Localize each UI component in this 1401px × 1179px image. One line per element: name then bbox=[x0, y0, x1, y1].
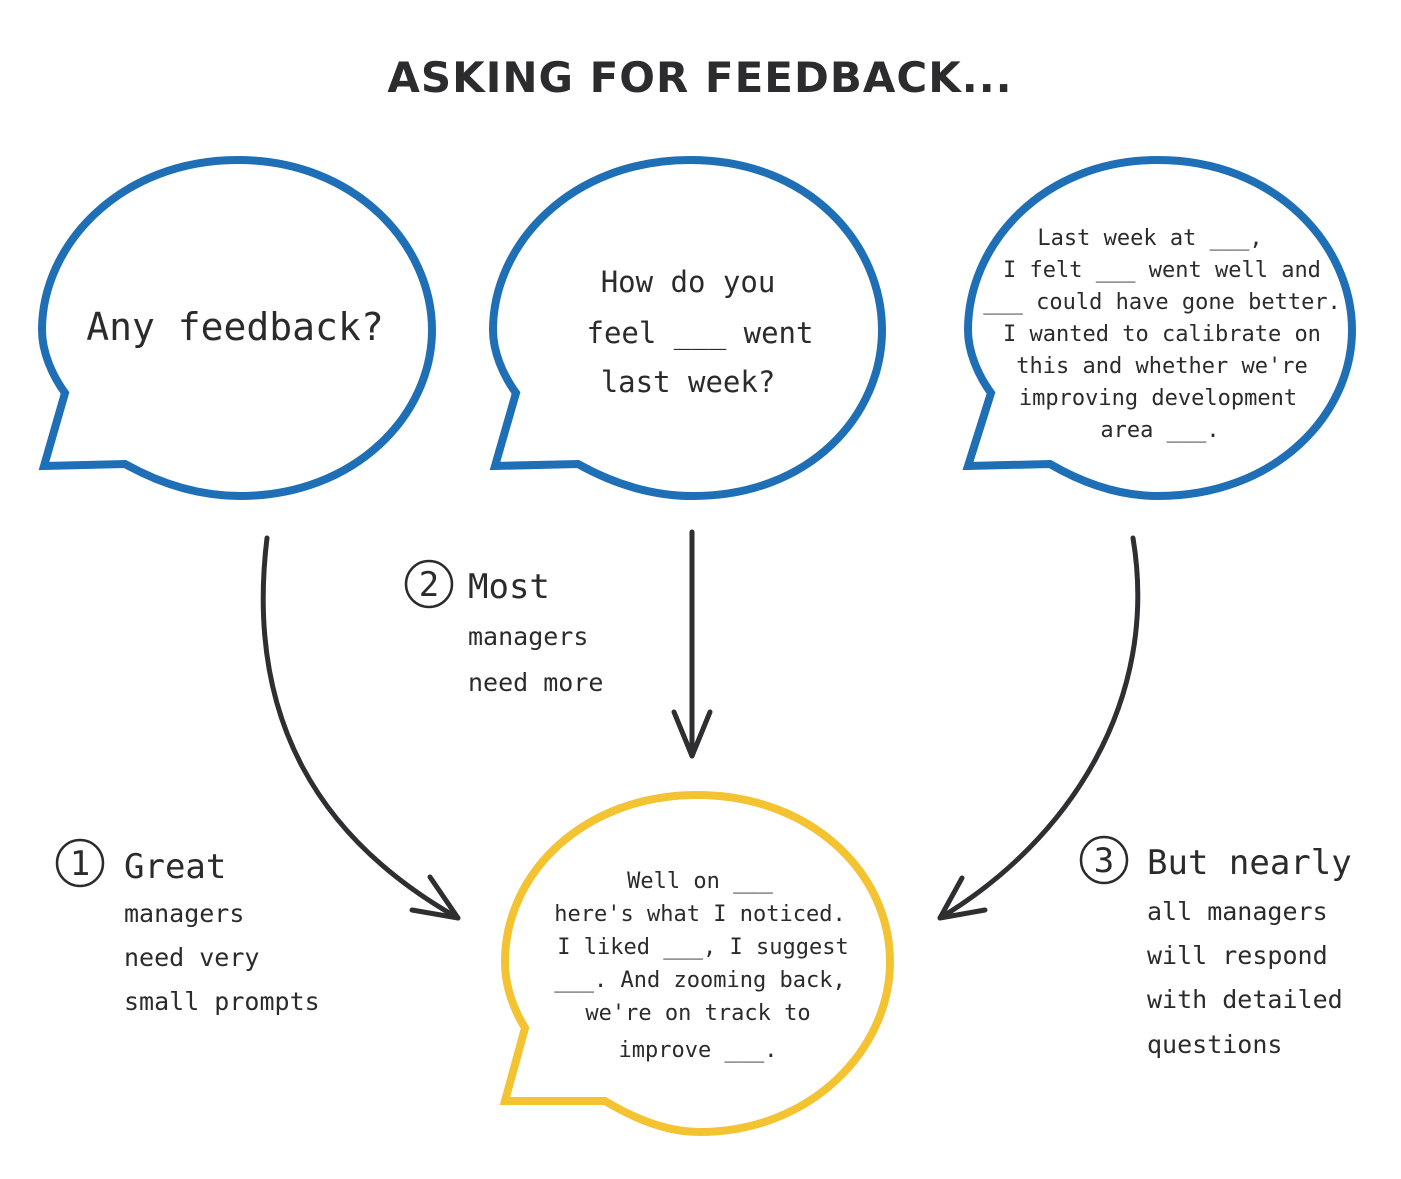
note-3-line: questions bbox=[1147, 1030, 1282, 1059]
response-line: Well on ___ bbox=[627, 869, 773, 894]
note-3-line: all managers bbox=[1147, 897, 1328, 926]
note-1: 1 Great managers need very small prompts bbox=[55, 838, 320, 1016]
bubble-1-line: Any feedback? bbox=[86, 305, 383, 349]
note-2: 2 Most managers need more bbox=[404, 559, 603, 697]
note-3-line: But nearly bbox=[1147, 843, 1352, 883]
note-3-number-circle bbox=[1079, 835, 1129, 885]
note-3: 3 But nearly all managers will respond w… bbox=[1079, 835, 1352, 1059]
response-line: here's what I noticed. bbox=[554, 902, 845, 927]
arrow-left bbox=[260, 535, 461, 921]
response-line: improve ___. bbox=[619, 1038, 778, 1063]
bubble-3-line: Last week at ___, bbox=[1037, 226, 1262, 251]
response-bubble-outline bbox=[499, 790, 895, 1137]
note-2-line: managers bbox=[468, 622, 588, 651]
speech-bubble-2-outline bbox=[488, 155, 887, 501]
note-2-line: need more bbox=[468, 668, 603, 697]
bubble-2-line: feel ___ went bbox=[587, 316, 814, 351]
bubble-2-line: How do you bbox=[601, 265, 776, 299]
bubble-3-line: area ___. bbox=[1100, 418, 1219, 443]
note-2-number: 2 bbox=[419, 565, 439, 605]
response-line: I liked ___, I suggest bbox=[557, 935, 848, 960]
note-1-line: small prompts bbox=[124, 987, 320, 1016]
note-1-number: 1 bbox=[70, 844, 90, 884]
bubble-3-line: this and whether we're bbox=[1016, 354, 1307, 379]
speech-bubble-2: How do you feel ___ went last week? bbox=[488, 155, 887, 501]
bubble-3-line: I felt ___ went well and bbox=[1003, 258, 1321, 283]
bubble-3-line: improving development bbox=[1019, 386, 1297, 411]
speech-bubble-3: Last week at ___, I felt ___ went well a… bbox=[962, 155, 1357, 501]
response-bubble: Well on ___ here's what I noticed. I lik… bbox=[499, 790, 895, 1137]
note-2-line: Most bbox=[468, 567, 550, 607]
response-line: ___. And zooming back, bbox=[554, 968, 845, 993]
speech-bubble-1: Any feedback? bbox=[37, 155, 437, 501]
note-1-line: managers bbox=[124, 899, 244, 928]
bubble-2-line: last week? bbox=[601, 365, 776, 399]
note-1-number-circle bbox=[55, 838, 105, 888]
response-line: we're on track to bbox=[585, 1001, 810, 1026]
bubble-3-line: ___ could have gone better. bbox=[983, 290, 1341, 315]
speech-bubble-3-outline bbox=[962, 155, 1357, 501]
note-3-line: with detailed bbox=[1147, 985, 1343, 1014]
arrow-right bbox=[937, 535, 1141, 921]
note-1-line: need very bbox=[124, 943, 259, 972]
note-3-line: will respond bbox=[1147, 941, 1328, 970]
note-3-number: 3 bbox=[1094, 841, 1114, 881]
bubble-3-line: I wanted to calibrate on bbox=[1003, 322, 1321, 347]
arrow-center bbox=[671, 529, 713, 759]
page-title: ASKING FOR FEEDBACK... bbox=[387, 53, 1012, 102]
note-2-number-circle bbox=[404, 559, 454, 609]
note-1-line: Great bbox=[124, 847, 226, 887]
speech-bubble-1-outline bbox=[37, 155, 437, 501]
